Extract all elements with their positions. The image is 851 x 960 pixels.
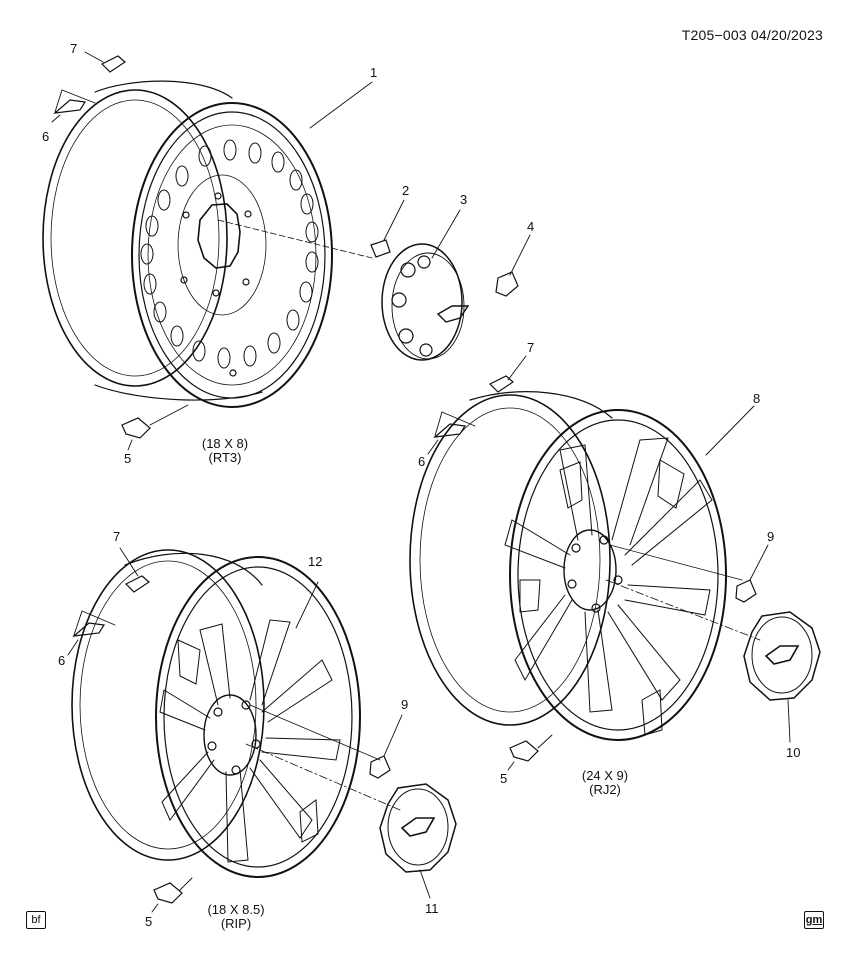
wheel-stud <box>370 199 405 258</box>
lug-nut-rip <box>369 714 403 779</box>
callout-12: 12 <box>308 554 323 569</box>
valve-stem-3 <box>119 547 150 593</box>
balance-weight-1 <box>51 89 96 123</box>
bf-badge: bf <box>26 911 46 929</box>
spokes-rj2 <box>504 437 713 736</box>
aluminum-wheel-rip <box>71 549 361 878</box>
lug-nut-rj2 <box>735 544 769 603</box>
callout-1: 1 <box>370 65 378 80</box>
wheel-rip-code: (RIP) <box>220 916 252 931</box>
callout-6-rip: 6 <box>58 653 66 668</box>
callout-2: 2 <box>402 183 410 198</box>
callout-7-rip: 7 <box>113 529 121 544</box>
callout-9-rip: 9 <box>401 697 409 712</box>
tpms-sensor-2 <box>507 734 553 771</box>
wheel-rj2-code: (RJ2) <box>589 782 621 797</box>
callout-8: 8 <box>753 391 761 406</box>
balance-weight-2 <box>427 411 476 455</box>
callout-4: 4 <box>527 219 535 234</box>
vent-holes <box>140 139 319 369</box>
center-cap-steel <box>381 209 470 361</box>
callout-9-rj2: 9 <box>767 529 775 544</box>
callout-6-rt3: 6 <box>42 129 50 144</box>
gm-logo: gm <box>804 911 824 929</box>
wheel-rip-size: (18 X 8.5) <box>207 902 265 917</box>
diagram-code-date: T205−003 04/20/2023 <box>681 27 823 43</box>
balance-weight-3 <box>67 610 116 656</box>
wheel-rip-label: (18 X 8.5) (RIP) <box>196 903 276 931</box>
tpms-sensor-3 <box>151 877 193 913</box>
callout-5-rip: 5 <box>145 914 153 929</box>
callout-7-rj2: 7 <box>527 340 535 355</box>
callout-5-rt3: 5 <box>124 451 132 466</box>
callout-10: 10 <box>786 745 801 760</box>
spokes-rip <box>159 619 341 863</box>
tpms-sensor-1 <box>121 404 189 451</box>
center-cap-rip <box>379 783 457 899</box>
wheel-rt3-label: (18 X 8) (RT3) <box>190 437 260 465</box>
wheel-rt3-code: (RT3) <box>208 450 242 465</box>
lug-nut-steel <box>495 234 531 297</box>
valve-stem-2 <box>488 355 527 393</box>
center-cap-rj2 <box>743 611 821 743</box>
callout-6-rj2: 6 <box>418 454 426 469</box>
valve-stem-1 <box>84 51 126 73</box>
callout-3: 3 <box>460 192 468 207</box>
wheel-rj2-size: (24 X 9) <box>581 768 629 783</box>
aluminum-wheel-rj2 <box>409 391 727 741</box>
callout-5-rj2: 5 <box>500 771 508 786</box>
wheel-rt3-size: (18 X 8) <box>201 436 249 451</box>
callout-11: 11 <box>425 901 439 916</box>
wheel-rj2-label: (24 X 9) (RJ2) <box>570 769 640 797</box>
steel-wheel-rt3 <box>42 80 333 408</box>
callout-7-rt3: 7 <box>70 41 78 56</box>
